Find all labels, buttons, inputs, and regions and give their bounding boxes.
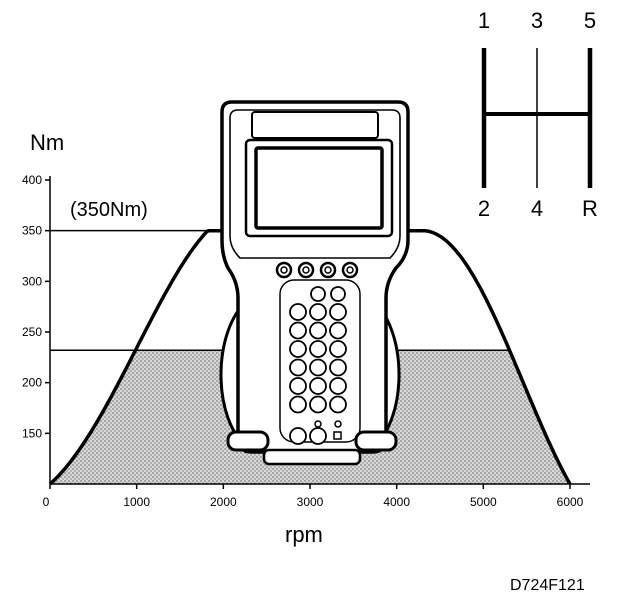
keypad-key bbox=[309, 377, 327, 395]
x-tick-label: 4000 bbox=[383, 495, 410, 509]
scan-tool-keypad bbox=[275, 261, 359, 445]
figure-id: D724F121 bbox=[510, 577, 585, 594]
gear-5-label: 5 bbox=[584, 8, 596, 33]
function-key-center bbox=[324, 266, 332, 274]
gear-2-label: 2 bbox=[478, 196, 490, 221]
keypad-key bbox=[309, 427, 327, 445]
keypad-key bbox=[309, 303, 327, 321]
keypad-key bbox=[329, 377, 347, 395]
indicator-dot bbox=[314, 420, 322, 428]
y-tick-label: 350 bbox=[22, 224, 42, 238]
indicator-dot bbox=[334, 420, 342, 428]
keypad-key bbox=[289, 358, 307, 377]
keypad-key bbox=[289, 427, 307, 445]
x-axis-label: rpm bbox=[285, 522, 323, 547]
gear-shift-pattern: 1 3 5 2 4 R bbox=[478, 8, 598, 221]
scan-tool-icon bbox=[219, 100, 410, 466]
keypad-key bbox=[289, 395, 307, 414]
keypad-square-key bbox=[333, 431, 342, 440]
function-key-center bbox=[302, 266, 310, 274]
peak-torque-annotation: (350Nm) bbox=[70, 199, 148, 221]
gear-1-label: 1 bbox=[478, 8, 490, 33]
y-tick-label: 200 bbox=[22, 376, 42, 390]
keypad-key bbox=[329, 321, 347, 340]
keypad-key bbox=[330, 286, 346, 302]
gear-3-label: 3 bbox=[531, 8, 543, 33]
x-tick-label: 0 bbox=[43, 495, 50, 509]
keypad-key bbox=[289, 377, 307, 395]
function-key-center bbox=[280, 266, 288, 274]
function-key-center bbox=[346, 266, 354, 274]
x-tick-label: 2000 bbox=[210, 495, 237, 509]
y-tick-label: 400 bbox=[22, 173, 42, 187]
x-tick-label: 5000 bbox=[470, 495, 497, 509]
keypad-key bbox=[309, 340, 327, 358]
keypad-key bbox=[329, 303, 347, 321]
keypad-key bbox=[329, 340, 347, 358]
x-tick-label: 6000 bbox=[557, 495, 584, 509]
y-tick-label: 250 bbox=[22, 325, 42, 339]
keypad-key bbox=[309, 321, 327, 340]
y-tick-label: 150 bbox=[22, 426, 42, 440]
gear-4-label: 4 bbox=[531, 196, 543, 221]
keypad-key bbox=[310, 286, 326, 302]
gear-r-label: R bbox=[582, 196, 598, 221]
keypad-key bbox=[289, 340, 307, 358]
y-axis-label: Nm bbox=[30, 130, 64, 155]
keypad-key bbox=[289, 303, 307, 321]
keypad-key bbox=[309, 395, 327, 414]
y-tick-label: 300 bbox=[22, 274, 42, 288]
keypad-key bbox=[309, 358, 327, 377]
x-tick-label: 1000 bbox=[123, 495, 150, 509]
keypad-key bbox=[329, 395, 347, 414]
keypad-key bbox=[289, 321, 307, 340]
x-tick-label: 3000 bbox=[297, 495, 324, 509]
keypad-key bbox=[329, 358, 347, 377]
